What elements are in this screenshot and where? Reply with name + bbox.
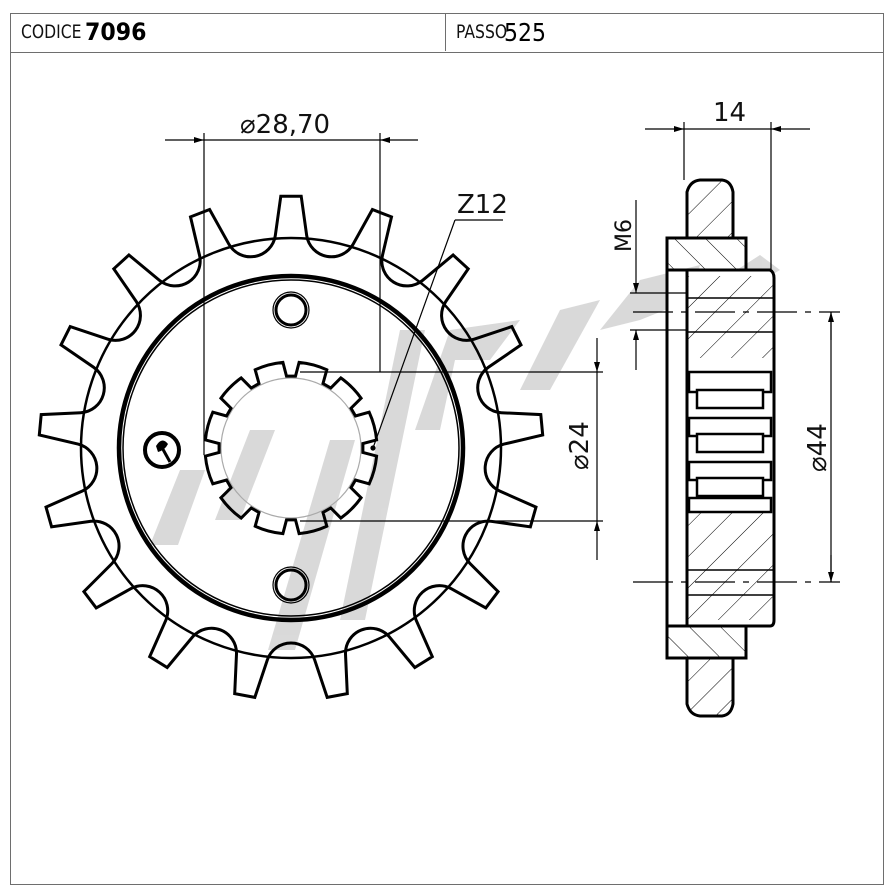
sprocket-side-view (665, 178, 776, 718)
spline-bore-outline (203, 360, 379, 536)
code-cell: CODICE 7096 (10, 13, 446, 51)
pitch-value: 525 (504, 17, 547, 47)
side-bottom-tooth (685, 658, 735, 718)
spline-minor-circle (220, 377, 362, 519)
dimension-spline-minor (300, 338, 603, 560)
dim-hub-diameter-text: ⌀44 (803, 423, 833, 472)
dimension-spline-major (165, 133, 418, 455)
leader-z12 (370, 219, 503, 451)
brand-logo-icon (143, 431, 181, 469)
bolt-hole-bottom-chamfer (272, 566, 310, 604)
bolt-hole-top (274, 293, 308, 327)
code-label: CODICE (21, 21, 82, 43)
dim-width-text: 14 (713, 98, 746, 128)
side-spline-grooves (687, 370, 773, 514)
pitch-label: PASSO (456, 21, 508, 43)
dimension-width (645, 122, 810, 272)
title-block: CODICE 7096 PASSO 525 (10, 13, 884, 53)
dimension-thread (630, 200, 687, 370)
dim-spline-major-text: ⌀28,70 (240, 110, 330, 140)
root-circle (79, 236, 503, 660)
bolt-hole-bottom (274, 568, 308, 602)
hub-ring-outer (116, 273, 466, 623)
side-bottom-flange (665, 624, 748, 660)
side-hub-left (665, 268, 689, 628)
hub-ring-inner (122, 279, 460, 617)
bolt-hole-top-chamfer (272, 291, 310, 329)
code-value: 7096 (84, 18, 147, 46)
dim-thread-text: M6 (612, 219, 637, 252)
side-centerlines (633, 311, 840, 583)
side-hub-hatch-top (687, 276, 774, 358)
side-hub-hatch-bottom (687, 510, 774, 620)
side-top-tooth (685, 178, 735, 238)
dim-spline-label: Z12 (457, 190, 508, 220)
side-top-flange (665, 236, 748, 272)
sprocket-front-view (37, 194, 545, 700)
drawing-frame (10, 13, 884, 885)
sprocket-teeth-outline (37, 194, 545, 700)
dim-spline-minor-text: ⌀24 (565, 421, 595, 470)
pitch-cell: PASSO 525 (446, 13, 892, 51)
